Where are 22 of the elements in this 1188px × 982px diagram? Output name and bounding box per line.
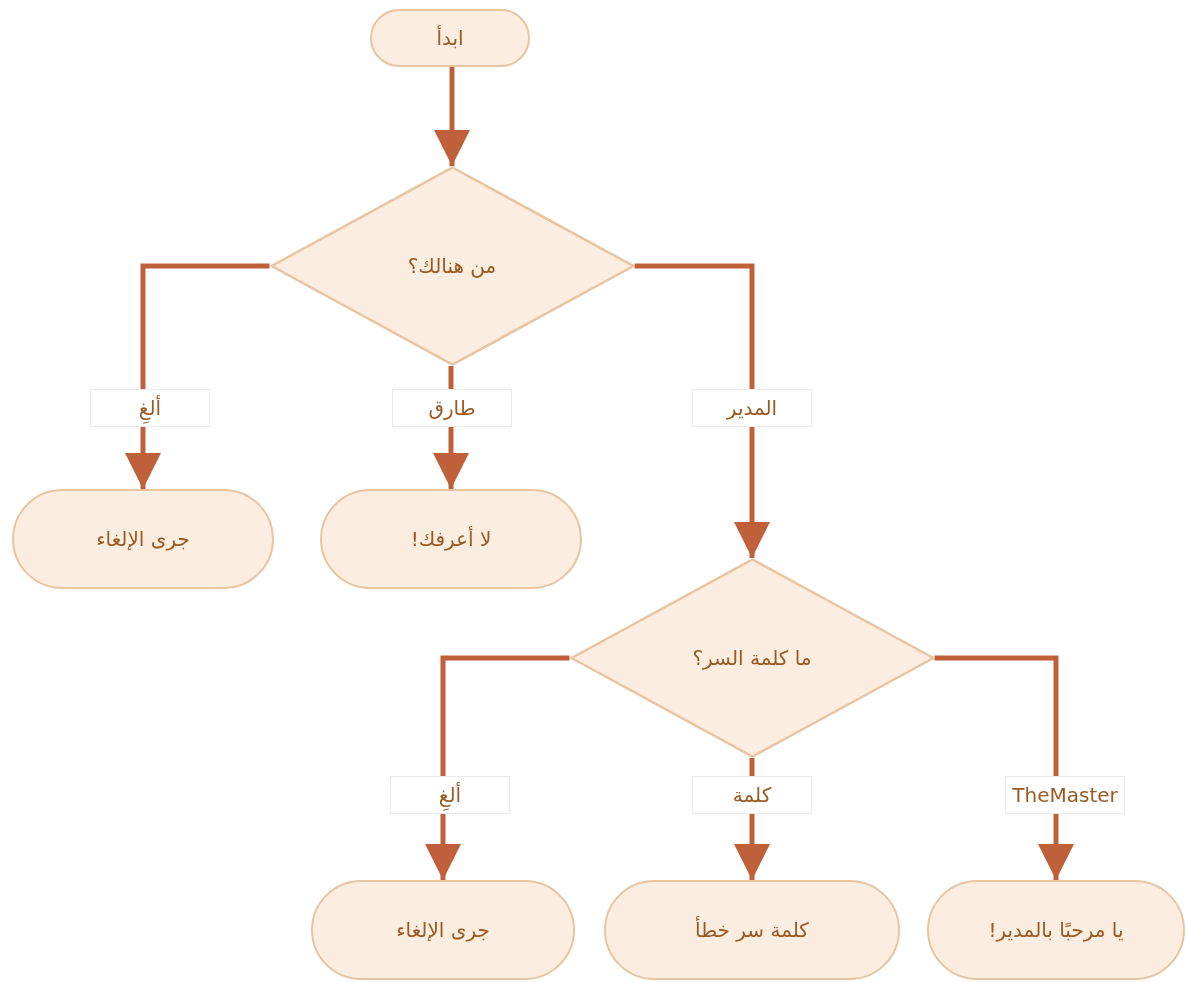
- edge-label: المدير: [692, 389, 812, 427]
- edge-label: ألغِ: [390, 776, 510, 814]
- edge-label: ألغِ: [90, 389, 210, 427]
- arrow: [125, 263, 270, 489]
- edge-label: TheMaster: [1005, 776, 1125, 814]
- decision-diamond: [269, 166, 635, 366]
- decision-diamond: [569, 558, 935, 758]
- node-text: كلمة سر خطأ: [695, 918, 809, 942]
- edge-label: كلمة: [692, 776, 812, 814]
- node-text: من هنالك؟: [407, 254, 497, 278]
- arrow: [434, 67, 470, 166]
- edge-label: طارق: [392, 389, 512, 427]
- arrow: [934, 655, 1074, 880]
- arrow: [634, 263, 770, 558]
- node-text: لا أعرفك!: [410, 527, 492, 551]
- node-text: ما كلمة السر؟: [692, 646, 812, 670]
- node-text: يا مرحبًا بالمدير!: [988, 918, 1124, 942]
- node-text: جرى الإلغاء: [396, 918, 490, 942]
- node-text: ابدأ: [436, 26, 464, 50]
- arrow: [425, 655, 570, 880]
- start-terminal: [370, 9, 530, 67]
- node-text: جرى الإلغاء: [96, 527, 190, 551]
